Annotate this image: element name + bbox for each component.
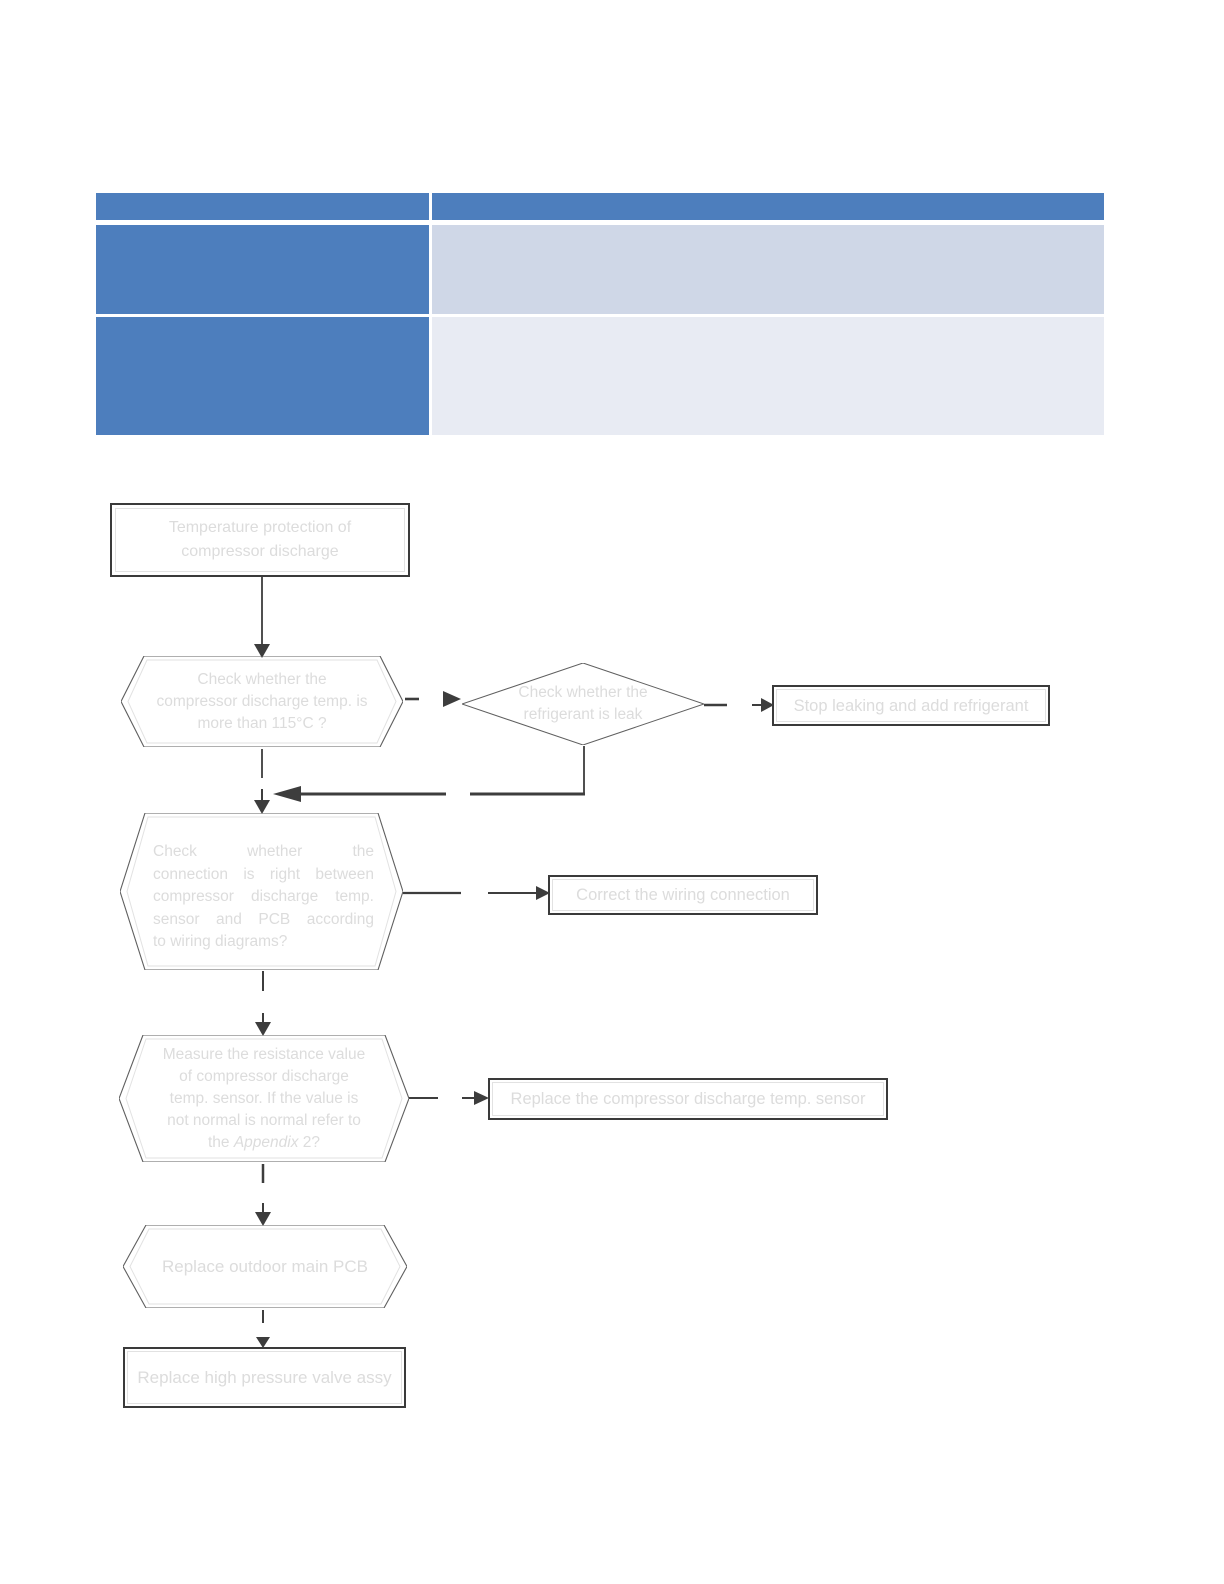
connector-resistance-to-replace-sensor xyxy=(409,1091,489,1105)
decision-wiring-connection: Check whether the connection is right be… xyxy=(120,813,403,970)
connector-discharge-temp-to-wiring xyxy=(254,749,270,814)
label-appendix-italic: Appendix xyxy=(233,1133,299,1151)
table-row1-label-cell xyxy=(96,225,429,314)
action-replace-valve: Replace high pressure valve assy xyxy=(123,1347,406,1408)
decision-refrigerant-leak-label: Check whether the refrigerant is leak xyxy=(518,684,648,723)
action-correct-wiring-label: Correct the wiring connection xyxy=(576,886,790,904)
label-line: compressor discharge temp. xyxy=(153,888,374,905)
label-line: to wiring diagrams? xyxy=(153,933,288,950)
table-header-left-cell xyxy=(96,193,429,220)
table-row1-content-cell xyxy=(432,225,1104,314)
decision-sensor-resistance-label: Measure the resistance value of compress… xyxy=(119,1035,409,1162)
decision-wiring-connection-label: Check whether the connection is right be… xyxy=(153,841,374,954)
hexagon-shape xyxy=(119,1035,409,1162)
hexagon-shape xyxy=(123,1225,407,1308)
label-last-line-prefix: the xyxy=(207,1133,234,1151)
connector-resistance-to-replace-pcb xyxy=(255,1164,271,1226)
action-replace-pcb: Replace outdoor main PCB xyxy=(123,1225,407,1308)
start-node-temperature-protection: Temperature protection of compressor dis… xyxy=(110,503,410,577)
table-header-right-cell xyxy=(432,193,1104,220)
hexagon-shape xyxy=(121,656,403,747)
connector-start-to-discharge-temp xyxy=(254,577,270,658)
action-stop-leaking: Stop leaking and add refrigerant xyxy=(772,685,1050,726)
start-node-label: Temperature protection of compressor dis… xyxy=(168,519,352,560)
connector-wiring-to-resistance xyxy=(255,971,271,1036)
action-replace-sensor: Replace the compressor discharge temp. s… xyxy=(488,1078,888,1120)
label-line: connection is right between xyxy=(153,865,374,883)
label-last-line-suffix: 2? xyxy=(298,1133,321,1151)
connector-refrigerant-to-stop-leaking xyxy=(704,698,774,712)
action-replace-valve-label: Replace high pressure valve assy xyxy=(137,1367,392,1387)
action-stop-leaking-label: Stop leaking and add refrigerant xyxy=(793,696,1029,715)
action-replace-sensor-label: Replace the compressor discharge temp. s… xyxy=(510,1090,866,1108)
label-line: sensor and PCB according xyxy=(153,910,374,928)
connector-wiring-to-correct-wiring xyxy=(403,886,550,900)
action-correct-wiring: Correct the wiring connection xyxy=(548,875,818,915)
action-replace-pcb-label: Replace outdoor main PCB xyxy=(161,1256,368,1276)
connector-replace-pcb-to-replace-valve xyxy=(256,1310,270,1348)
table-row2-content-cell xyxy=(432,317,1104,435)
diamond-shape xyxy=(462,663,704,745)
table-row2-label-cell xyxy=(96,317,429,435)
label-line: Check whether the xyxy=(153,843,374,860)
decision-discharge-temp: Check whether the compressor discharge t… xyxy=(121,656,403,747)
decision-discharge-temp-label: Check whether the compressor discharge t… xyxy=(156,670,368,732)
hexagon-shape xyxy=(120,813,403,970)
decision-sensor-resistance: Measure the resistance value of compress… xyxy=(119,1035,409,1162)
label-lines: Measure the resistance value of compress… xyxy=(162,1045,366,1129)
connector-refrigerant-feedback xyxy=(273,746,585,802)
decision-refrigerant-leak: Check whether the refrigerant is leak xyxy=(462,663,704,745)
connector-discharge-temp-to-refrigerant xyxy=(405,691,461,707)
label-last-line: the Appendix 2? xyxy=(208,1132,320,1154)
